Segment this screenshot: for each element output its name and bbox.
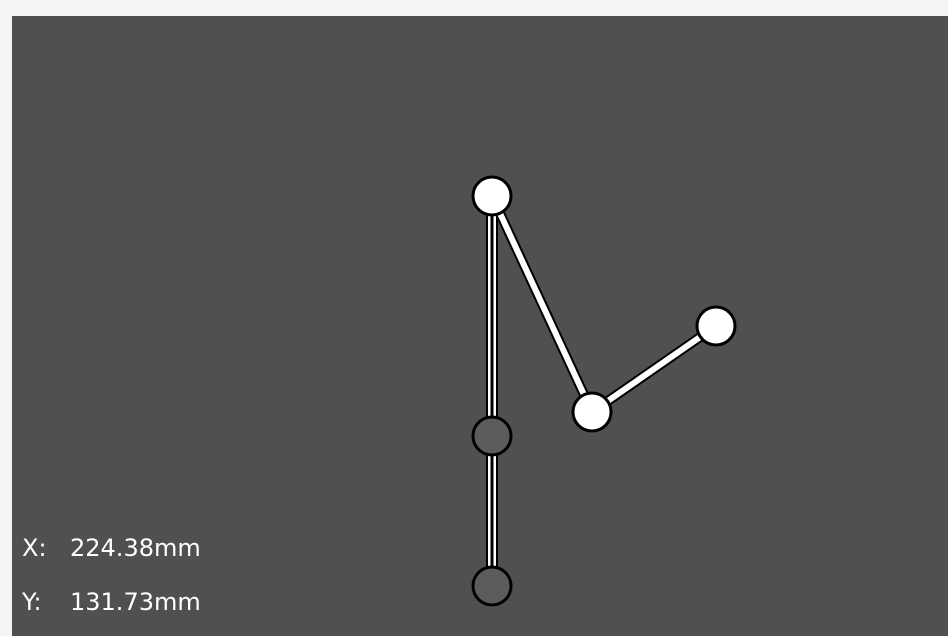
joint-bottom[interactable] <box>471 565 513 607</box>
y-label: Y: <box>22 588 42 616</box>
segment-top-to-elbow[interactable] <box>487 191 597 417</box>
y-coordinate-readout: Y: 131.73mm <box>22 588 201 616</box>
joint-end[interactable] <box>695 305 737 347</box>
x-value: 224.38mm <box>70 534 201 562</box>
workspace-canvas[interactable]: X: 224.38mm Y: 131.73mm <box>12 16 948 636</box>
x-coordinate-readout: X: 224.38mm <box>22 534 201 562</box>
segment-elbow-to-end[interactable] <box>587 321 721 417</box>
joint-elbow[interactable] <box>571 391 613 433</box>
linkage-drawing[interactable] <box>12 16 948 636</box>
joint-top[interactable] <box>471 175 513 217</box>
joint-middle[interactable] <box>471 415 513 457</box>
x-label: X: <box>22 534 47 562</box>
y-value: 131.73mm <box>70 588 201 616</box>
